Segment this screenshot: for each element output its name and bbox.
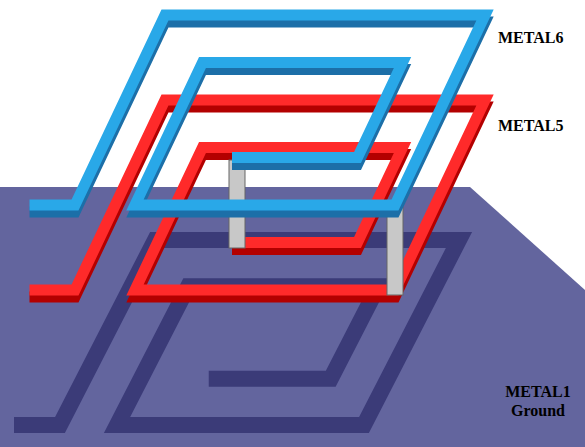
layer-label: METAL1 Ground (498, 382, 578, 420)
metal6-spiral (35, 15, 485, 212)
via-post (387, 207, 403, 295)
metal6-trace-side (35, 22, 485, 212)
via-group (229, 160, 403, 295)
ground-plane (0, 187, 585, 447)
layer-label: METAL5 (498, 116, 578, 135)
metal6-trace-top (35, 15, 485, 205)
layer-label: METAL6 (498, 28, 578, 47)
metal5-spiral (35, 100, 485, 297)
metal5-trace-top (35, 100, 485, 290)
